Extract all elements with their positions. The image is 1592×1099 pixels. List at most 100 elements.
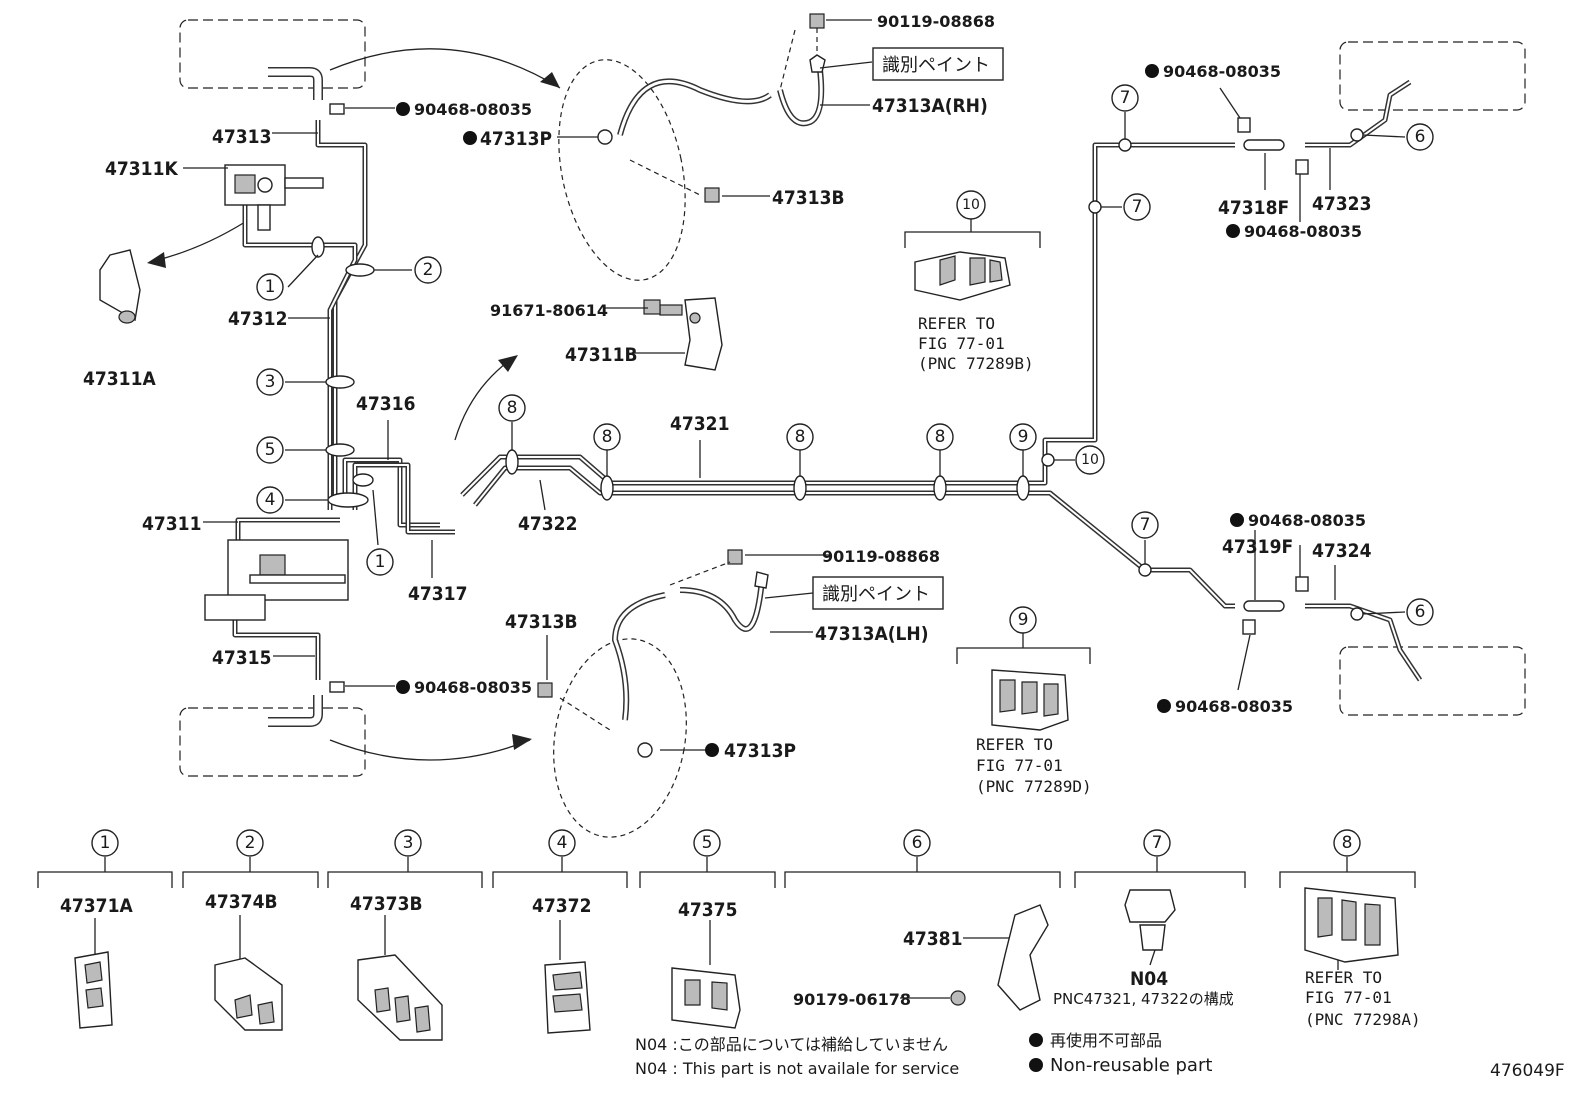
- svg-text:1: 1: [375, 552, 386, 572]
- callout-7a: 7: [1111, 84, 1139, 112]
- label-90468-1: 90468-08035: [414, 100, 532, 119]
- label-47322: 47322: [518, 513, 577, 535]
- label-47311B: 47311B: [565, 344, 638, 366]
- svg-text:3: 3: [403, 833, 414, 853]
- detail-box-top-right: [1339, 41, 1526, 111]
- label-47313B-top: 47313B: [772, 187, 845, 209]
- label-47313P-bottom: 47313P: [724, 740, 796, 762]
- callout-5a: 5: [256, 436, 284, 464]
- ref9-line3: (PNC 77289D): [976, 777, 1092, 796]
- ref9-bracket: [956, 633, 1091, 664]
- callout-10a: 10: [1075, 445, 1105, 475]
- ref10-line3: (PNC 77289B): [918, 354, 1034, 373]
- svg-text:4: 4: [557, 833, 568, 853]
- label-47321: 47321: [670, 413, 729, 435]
- svg-text:6: 6: [1415, 127, 1426, 147]
- label-47318F: 47318F: [1218, 197, 1289, 219]
- detail-box-bottom-left: [179, 707, 366, 777]
- label-47373B: 47373B: [350, 893, 423, 915]
- arrow-mid-head: [498, 355, 518, 372]
- proportioning-valve-47311K: [224, 164, 324, 231]
- label-paint-bottom: 識別ペイント: [822, 584, 930, 605]
- bracket-47381-drawing: [997, 904, 1049, 1011]
- callout-5b: 5: [693, 829, 721, 857]
- legend-english: Non-reusable part: [1050, 1055, 1212, 1076]
- arrow-top: [329, 48, 561, 89]
- leader-lines: [183, 19, 1406, 751]
- ref9-line2: FIG 77-01: [976, 756, 1063, 775]
- label-90119-08868-top: 90119-08868: [877, 12, 995, 31]
- callout-8a: 8: [498, 394, 526, 422]
- callout-6b: 6: [1406, 598, 1434, 626]
- svg-text:2: 2: [245, 833, 256, 853]
- label-47311K: 47311K: [105, 158, 178, 180]
- label-47311: 47311: [142, 513, 201, 535]
- clamp-47375-drawing: [671, 967, 741, 1029]
- callout-10b: 10: [956, 190, 986, 220]
- callout-1c: 1: [91, 829, 119, 857]
- arrow-left-head: [147, 252, 166, 268]
- clip-icons: [329, 103, 1309, 693]
- label-90468-6: 90468-08035: [1175, 697, 1293, 716]
- label-47323: 47323: [1312, 193, 1371, 215]
- callout-2b: 2: [236, 829, 264, 857]
- callout-6c: 6: [903, 829, 931, 857]
- callout-2a: 2: [414, 256, 442, 284]
- arrow-mid: [454, 359, 511, 441]
- callout-6a: 6: [1406, 123, 1434, 151]
- arrow-top-head: [540, 72, 560, 88]
- legend-dot-ja: [1029, 1033, 1043, 1047]
- clamp-ref9-drawing: [991, 669, 1069, 731]
- label-47375: 47375: [678, 899, 737, 921]
- label-47313A-LH: 47313A(LH): [815, 623, 929, 645]
- label-47324: 47324: [1312, 540, 1372, 562]
- detail-ellipse-lh: [553, 638, 687, 838]
- label-47317: 47317: [408, 583, 467, 605]
- label-90119-08868-bottom: 90119-08868: [822, 547, 940, 566]
- note-english: N04 : This part is not availale for serv…: [635, 1059, 959, 1078]
- callout-7d: 7: [1143, 829, 1171, 857]
- label-47316: 47316: [356, 393, 415, 415]
- svg-text:4: 4: [265, 490, 276, 510]
- callout-3b: 3: [394, 829, 422, 857]
- callout-1b: 1: [366, 548, 394, 576]
- svg-text:5: 5: [702, 833, 713, 853]
- svg-text:8: 8: [795, 427, 806, 447]
- arrow-bottom-head: [512, 734, 532, 750]
- callout-7c: 7: [1131, 511, 1159, 539]
- bottom-parts-row: 1 2 3 4 5 6 7 8 47371A 47374B 47373B 473…: [37, 829, 1421, 1041]
- svg-text:1: 1: [100, 833, 111, 853]
- callout-4b: 4: [548, 829, 576, 857]
- label-47371A: 47371A: [60, 895, 133, 917]
- label-47313P-top: 47313P: [480, 128, 552, 150]
- svg-text:6: 6: [912, 833, 923, 853]
- svg-text:7: 7: [1132, 197, 1143, 217]
- svg-text:1: 1: [265, 277, 276, 297]
- callout-8b: 8: [593, 423, 621, 451]
- svg-text:10: 10: [962, 197, 980, 213]
- detail-ellipse-rh: [558, 59, 686, 281]
- legend-japanese: 再使用不可部品: [1050, 1031, 1162, 1050]
- label-47319F: 47319F: [1222, 536, 1293, 558]
- svg-text:3: 3: [265, 372, 276, 392]
- part-labels: 47313 47311K 47311A 47312 47316 47311 47…: [83, 12, 1372, 796]
- clip-N04-drawing: [1124, 889, 1176, 923]
- callout-7b: 7: [1123, 193, 1151, 221]
- svg-text:5: 5: [265, 440, 276, 460]
- svg-text:7: 7: [1140, 515, 1151, 535]
- callout-8d: 8: [926, 423, 954, 451]
- bolts: [537, 13, 966, 1006]
- paint-box-top: [872, 47, 1004, 81]
- diagram-id: 476049F: [1490, 1061, 1565, 1081]
- label-91671-80614: 91671-80614: [490, 301, 608, 320]
- svg-text:2: 2: [423, 260, 434, 280]
- label-47315: 47315: [212, 647, 271, 669]
- note-japanese: N04 :この部品については補給していません: [635, 1035, 948, 1054]
- label-paint-top: 識別ペイント: [882, 55, 990, 76]
- svg-text:8: 8: [602, 427, 613, 447]
- ref10-line2: FIG 77-01: [918, 334, 1005, 353]
- callout-8e: 8: [1333, 829, 1361, 857]
- label-90468-5: 90468-08035: [1248, 511, 1366, 530]
